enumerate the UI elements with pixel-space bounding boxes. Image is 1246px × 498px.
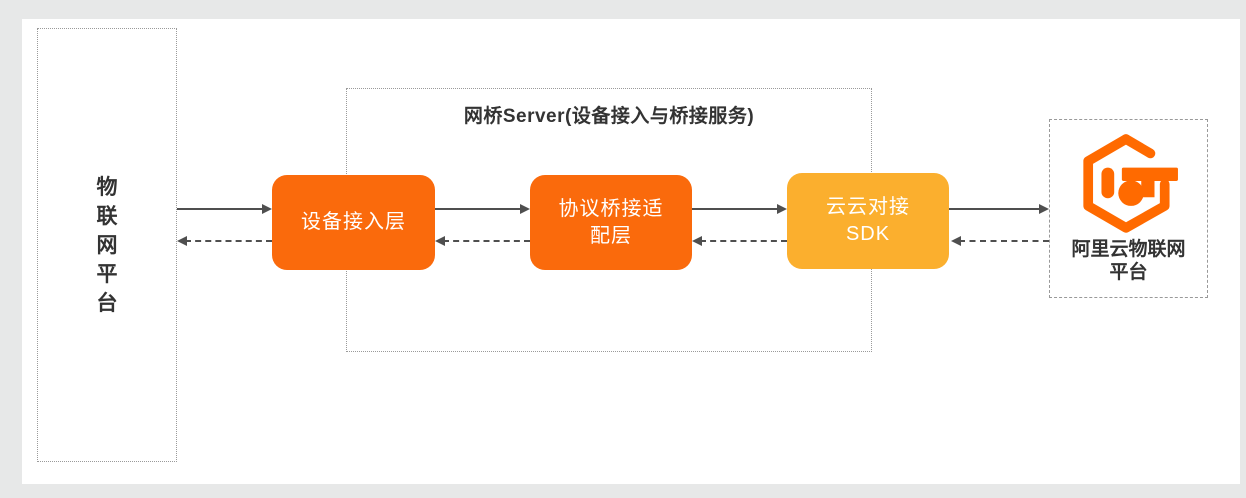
aliyun-iot-platform-label: 阿里云物联网 平台 (1071, 238, 1185, 284)
iot-platform-label-char: 台 (96, 291, 118, 315)
node-cloud-cloud-sdk: 云云对接 SDK (787, 173, 949, 269)
aliyun-iot-platform-box: 阿里云物联网 平台 (1049, 119, 1208, 298)
logo-t-bar (1121, 167, 1178, 181)
arrow-dashed-line (443, 240, 530, 242)
arrowhead-right-icon (777, 204, 787, 214)
iot-platform-label-char: 联 (96, 204, 118, 228)
iot-platform-label-char: 物 (96, 175, 118, 199)
iot-platform-box: 物 联 网 平 台 (37, 28, 177, 462)
node-label: 设备接入层 (301, 211, 406, 233)
arrow-line (949, 208, 1041, 210)
arrowhead-left-icon (692, 236, 702, 246)
arrow-line (435, 208, 522, 210)
logo-dot (1117, 180, 1144, 206)
arrowhead-left-icon (177, 236, 187, 246)
node-label: SDK (845, 223, 891, 245)
arrow-line (692, 208, 779, 210)
arrowhead-left-icon (951, 236, 961, 246)
arrowhead-right-icon (520, 204, 530, 214)
logo-i-bar (1100, 167, 1114, 199)
arrow-dashed-line (959, 240, 1049, 242)
arrow-dashed-line (185, 240, 272, 242)
iot-platform-label-char: 平 (96, 262, 118, 286)
node-protocol-bridge-adapter-layer: 协议桥接适 配层 (530, 175, 692, 270)
arrow-dashed-line (700, 240, 787, 242)
logo-hexagon-top-right-segment (1120, 134, 1155, 159)
arrowhead-right-icon (1039, 204, 1049, 214)
node-label: 配层 (590, 224, 632, 247)
bridge-server-title: 网桥Server(设备接入与桥接服务) (463, 106, 755, 127)
logo-t-stem (1140, 179, 1154, 198)
aliyun-label-line1: 阿里云物联网 (1071, 239, 1186, 260)
node-label: 协议桥接适 (558, 197, 664, 220)
arrow-line (177, 208, 264, 210)
logo-hexagon-outline (1082, 134, 1170, 233)
iot-platform-label-char: 网 (96, 233, 118, 257)
arrowhead-left-icon (435, 236, 445, 246)
aliyun-iot-logo-icon (1082, 134, 1178, 233)
arrowhead-right-icon (262, 204, 272, 214)
node-device-access-layer: 设备接入层 (272, 175, 435, 270)
aliyun-label-line2: 平台 (1109, 262, 1148, 283)
node-label: 云云对接 (826, 196, 910, 218)
